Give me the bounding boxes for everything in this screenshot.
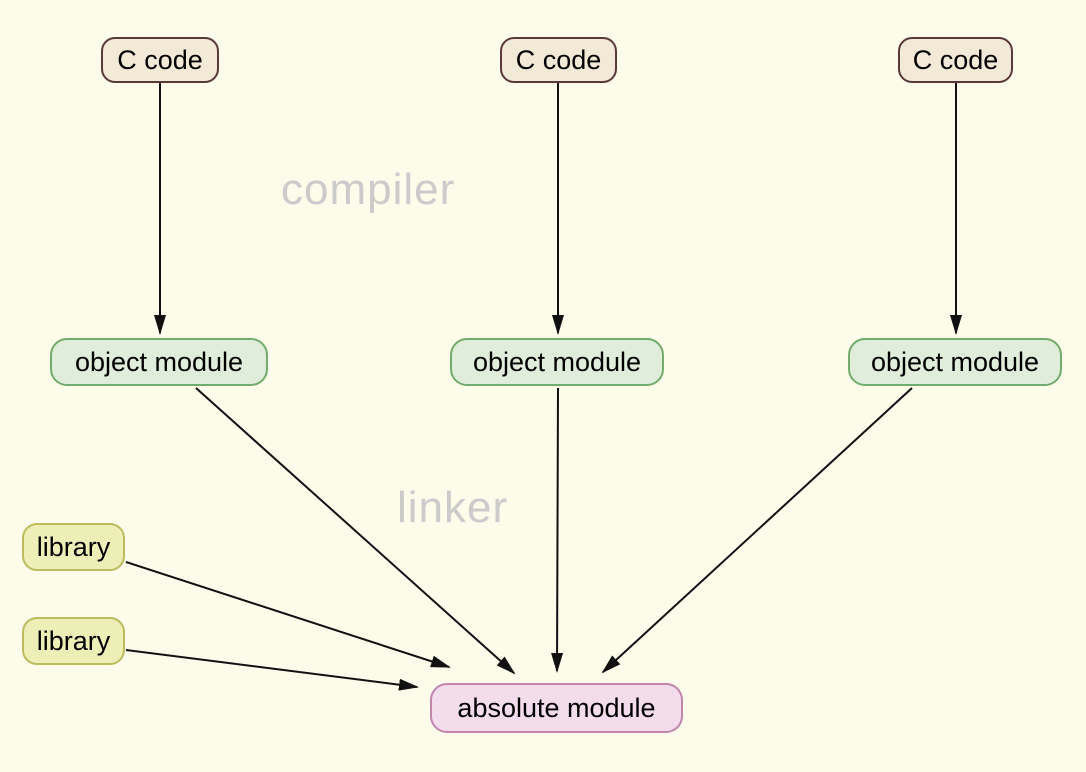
node-library-1: library <box>22 523 125 571</box>
node-object-module-1: object module <box>50 338 268 386</box>
node-c-code-1: C code <box>101 37 219 83</box>
edge-object-module-1-to-absolute-module <box>195 387 516 675</box>
edge-object-module-3-to-absolute-module <box>601 387 913 674</box>
node-c-code-2: C code <box>500 37 617 83</box>
node-absolute-module: absolute module <box>430 683 683 733</box>
stage-label-compiler: compiler <box>281 165 456 214</box>
node-object-module-2: object module <box>450 338 664 386</box>
edge-library-2-to-absolute-module <box>125 649 419 691</box>
node-c-code-3: C code <box>898 37 1013 83</box>
stage-label-linker: linker <box>397 483 509 532</box>
edge-object-module-2-to-absolute-module <box>551 387 564 673</box>
node-object-module-3: object module <box>848 338 1062 386</box>
edge-library-1-to-absolute-module <box>125 561 451 668</box>
node-library-2: library <box>22 617 125 665</box>
